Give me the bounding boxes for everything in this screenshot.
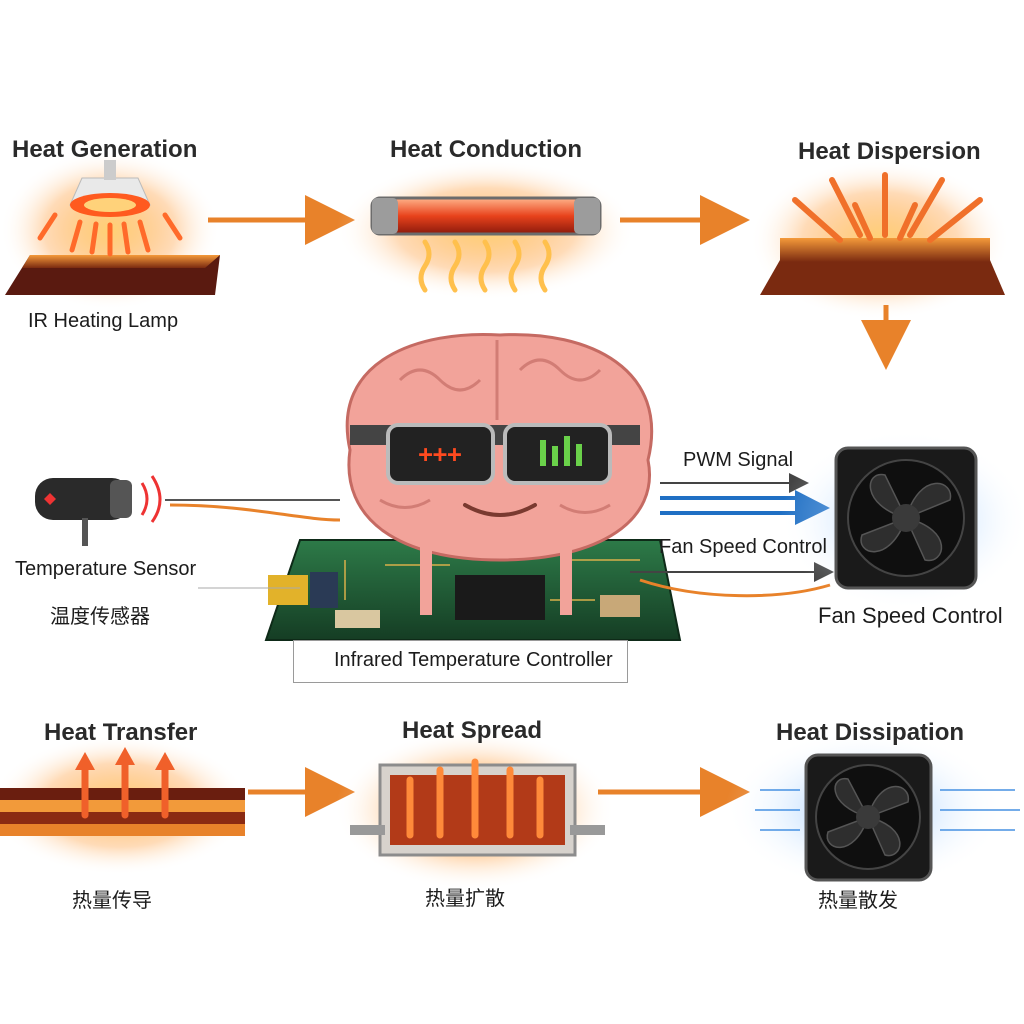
- fan-icon: [780, 430, 1024, 610]
- controller-label: Infrared Temperature Controller: [293, 640, 628, 683]
- heat-transfer-caption-cn: 热量传导: [72, 888, 152, 912]
- heat-dissipation-caption-cn: 热量散发: [818, 888, 898, 912]
- heat-generation-caption: IR Heating Lamp: [28, 310, 179, 332]
- fan-speed-arrow-label: Fan Speed Control: [659, 536, 827, 558]
- dissipation-fan-icon: [725, 730, 1020, 890]
- heat-spread-title: Heat Spread: [402, 717, 543, 744]
- heat-spread-caption-cn: 热量扩散: [425, 886, 505, 910]
- heat-transfer-icon: [0, 735, 250, 875]
- temperature-sensor-label: Temperature Sensor: [15, 558, 197, 580]
- heatsink-icon: [335, 730, 615, 890]
- heat-generation-title: Heat Generation: [12, 136, 198, 163]
- svg-text:+++: +++: [418, 440, 461, 468]
- heat-dispersion-icon: [750, 160, 1010, 320]
- lamp-heat-rays: [37, 212, 183, 257]
- brain-mascot-icon: +++: [345, 332, 654, 615]
- fan-speed-label: Fan Speed Control: [818, 603, 1003, 628]
- heat-conduction-title: Heat Conduction: [390, 136, 582, 163]
- heat-dispersion-title: Heat Dispersion: [798, 138, 981, 165]
- sensor-icon: [35, 475, 162, 546]
- pwm-signal-label: PWM Signal: [683, 449, 794, 471]
- temperature-sensor-label-cn: 温度传感器: [50, 604, 150, 628]
- heater-rod-icon: [336, 160, 636, 300]
- heat-transfer-title: Heat Transfer: [44, 719, 198, 746]
- heat-dissipation-title: Heat Dissipation: [776, 719, 965, 746]
